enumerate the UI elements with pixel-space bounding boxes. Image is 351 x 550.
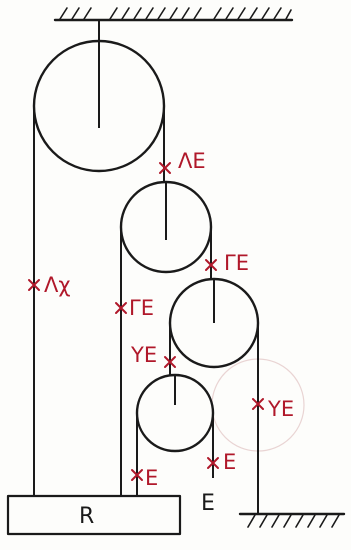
- block-r: [6, 494, 182, 536]
- label-bottom-left: E: [145, 466, 158, 490]
- label-mid-left: ΓE: [129, 296, 154, 320]
- label-right-rope: ΥE: [267, 397, 294, 421]
- floor-support: [238, 512, 346, 528]
- label-free-end: E: [201, 491, 215, 516]
- label-left-rope: Λχ: [44, 273, 71, 297]
- ceiling-support: [53, 7, 294, 22]
- tension-marks: [28, 162, 264, 481]
- label-block: R: [79, 504, 94, 529]
- label-third: ΥE: [130, 343, 157, 367]
- label-rope-top-small: ΛE: [178, 149, 206, 173]
- label-mid-right: ΓE: [224, 251, 249, 275]
- ropes: [33, 106, 259, 514]
- label-bottom-right: E: [223, 450, 236, 474]
